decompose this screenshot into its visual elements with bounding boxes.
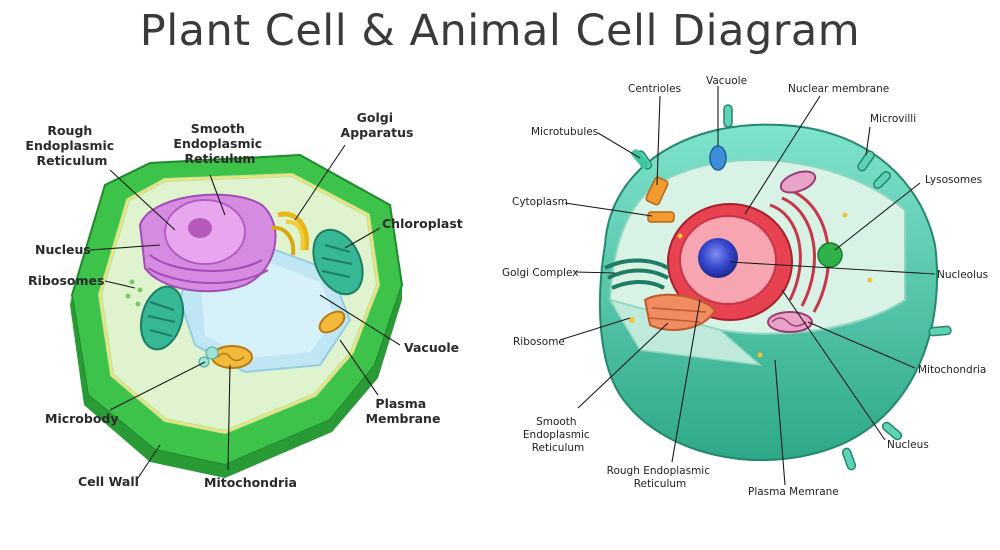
- animal-label-nucleolus: Nucleolus: [937, 269, 988, 281]
- animal-label-plasma-membrane: Plasma Memrane: [748, 486, 839, 498]
- plant-mitochondria: [211, 310, 346, 369]
- animal-golgi-complex: [604, 258, 669, 290]
- plant-label-nucleus: Nucleus: [35, 242, 91, 257]
- animal-label-smooth-er: Smooth Endoplasmic Reticulum: [523, 416, 593, 454]
- plant-label-microbody: Microbody: [45, 411, 119, 426]
- plant-golgi: [271, 211, 310, 256]
- animal-label-ribosome: Ribosome: [513, 336, 565, 348]
- animal-label-rough-er: Rough Endoplasmic Reticulum: [607, 465, 714, 490]
- plant-label-mitochondria: Mitochondria: [204, 475, 297, 490]
- animal-label-lysosomes: Lysosomes: [925, 174, 982, 186]
- animal-vacuole: [709, 145, 727, 171]
- animal-label-microtubules: Microtubules: [531, 126, 598, 138]
- plant-nucleus: [138, 193, 277, 293]
- animal-label-cytoplasm: Cytoplasm: [512, 196, 568, 208]
- animal-label-vacuole: Vacuole: [706, 75, 747, 87]
- animal-smooth-er: [643, 293, 717, 331]
- plant-label-ribosomes: Ribosomes: [28, 273, 104, 288]
- plant-label-chloroplast: Chloroplast: [382, 216, 463, 231]
- plant-label-vacuole: Vacuole: [404, 340, 459, 355]
- plant-label-plasma-membrane: Plasma Membrane: [366, 396, 441, 426]
- animal-cell: [559, 86, 952, 486]
- plant-label-golgi: Golgi Apparatus: [341, 110, 414, 140]
- page-title: Plant Cell & Animal Cell Diagram: [139, 6, 861, 56]
- animal-label-microvilli: Microvilli: [870, 113, 916, 125]
- animal-label-mitochondria: Mitochondria: [918, 364, 986, 376]
- animal-label-golgi-complex: Golgi Complex: [502, 267, 578, 279]
- plant-chloroplast: [139, 228, 364, 351]
- animal-label-nucleus: Nucleus: [887, 439, 929, 451]
- plant-label-cell-wall: Cell Wall: [78, 474, 139, 489]
- animal-label-centrioles: Centrioles: [628, 83, 681, 95]
- animal-label-nuclear-membrane: Nuclear membrane: [788, 83, 889, 95]
- plant-label-smooth-er: Smooth Endoplasmic Reticulum: [173, 121, 266, 166]
- plant-cell: [70, 144, 404, 479]
- animal-leader-lines: [559, 86, 936, 486]
- animal-ribosome: [629, 212, 873, 358]
- animal-rough-er: [769, 190, 831, 313]
- animal-lysosome: [817, 242, 843, 268]
- animal-microtubules: [631, 149, 649, 169]
- animal-centrioles: [645, 176, 675, 223]
- plant-ribosomes: [125, 279, 143, 307]
- plant-label-rough-er: Rough Endoplasmic Reticulum: [25, 123, 118, 168]
- plant-plasma-membrane: [98, 173, 380, 434]
- animal-nucleolus: [698, 238, 738, 278]
- plant-leader-lines: [89, 144, 401, 479]
